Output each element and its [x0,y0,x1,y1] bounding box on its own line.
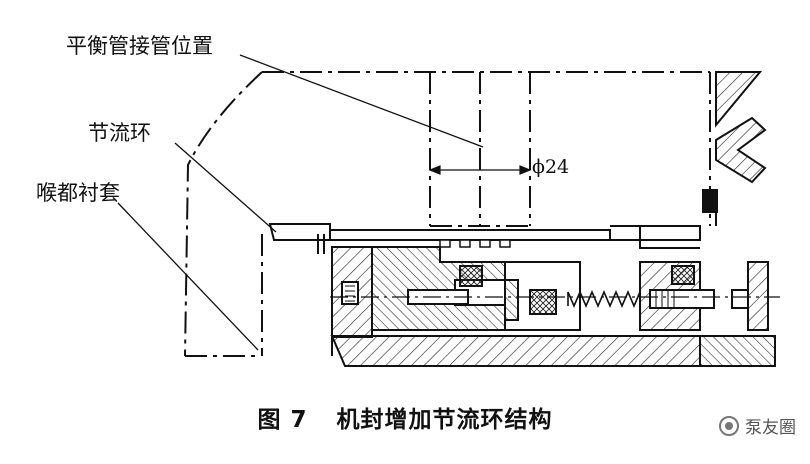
leader-lines [117,54,484,351]
wechat-logo-icon [719,415,739,436]
watermark: 泵友圈 [719,413,796,438]
figure-title: 机封增加节流环结构 [336,407,553,433]
labyrinth-teeth [439,239,511,248]
figure-caption: 图 7 机封增加节流环结构 [0,400,810,434]
label-throat-bushing: 喉都衬套 [36,181,120,205]
impeller-region [702,71,767,226]
watermark-text: 泵友圈 [745,418,796,438]
label-diameter: ϕ24 [532,156,570,178]
figure-number: 图 7 [257,407,308,433]
label-balance-pipe: 平衡管接管位置 [66,34,213,58]
seal-assembly [330,246,776,367]
diameter-dimension [428,165,532,175]
label-throttle-ring: 节流环 [88,121,151,145]
